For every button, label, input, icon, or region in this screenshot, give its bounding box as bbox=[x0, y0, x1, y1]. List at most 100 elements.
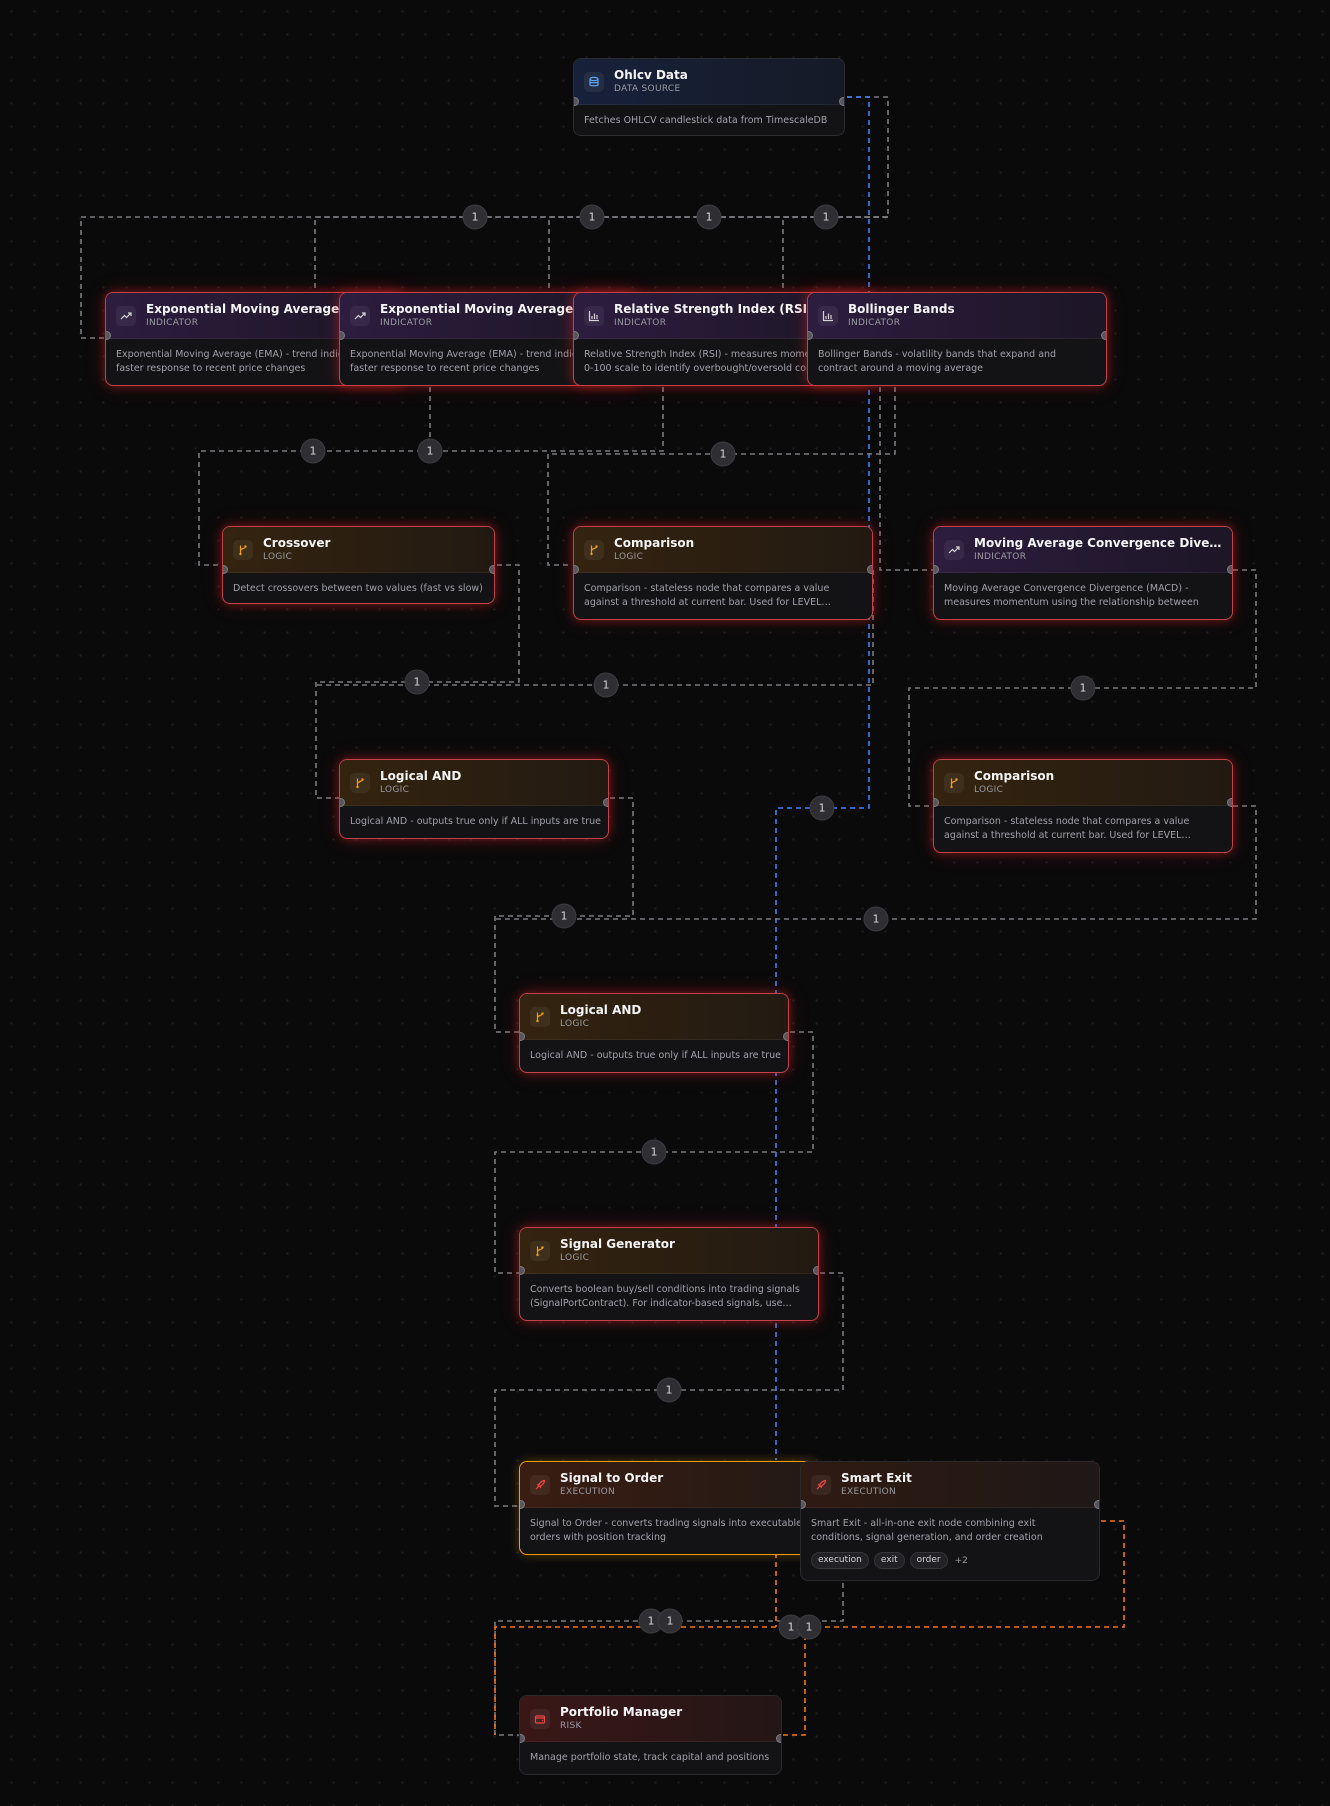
output-port[interactable] bbox=[489, 565, 494, 574]
node-portfolio-manager[interactable]: Portfolio Manager RISK Manage portfolio … bbox=[519, 1695, 782, 1775]
svg-text:1: 1 bbox=[823, 211, 830, 224]
edge-badge[interactable]: 1 bbox=[710, 441, 736, 467]
node-logical-and-1[interactable]: Logical AND LOGIC Logical AND - outputs … bbox=[339, 759, 609, 839]
node-comparison-2[interactable]: Comparison LOGIC Comparison - stateless … bbox=[933, 759, 1233, 853]
node-tags: execution exit order +2 bbox=[801, 1544, 1099, 1569]
input-port[interactable] bbox=[808, 331, 813, 340]
wallet-icon bbox=[530, 1709, 550, 1729]
edge-badge[interactable]: 1 bbox=[462, 204, 488, 230]
node-signal-to-order[interactable]: Signal to Order EXECUTION Signal to Orde… bbox=[519, 1461, 819, 1555]
node-title: Crossover bbox=[263, 536, 331, 550]
branch-icon bbox=[530, 1241, 550, 1261]
node-comparison-1[interactable]: Comparison LOGIC Comparison - stateless … bbox=[573, 526, 873, 620]
output-port[interactable] bbox=[1227, 798, 1232, 807]
edge-macd-to-comparison2[interactable] bbox=[908, 569, 1257, 807]
trend-up-icon bbox=[944, 540, 964, 560]
node-type-label: INDICATOR bbox=[614, 318, 667, 328]
input-port[interactable] bbox=[106, 331, 111, 340]
node-macd[interactable]: Moving Average Convergence Diverg… INDIC… bbox=[933, 526, 1233, 620]
node-type-label: INDICATOR bbox=[380, 318, 433, 328]
svg-text:1: 1 bbox=[472, 211, 479, 224]
edge-ema-to-crossover[interactable] bbox=[198, 387, 431, 566]
tag: exit bbox=[873, 1552, 905, 1569]
output-port[interactable] bbox=[867, 565, 872, 574]
input-port[interactable] bbox=[520, 1032, 525, 1041]
node-ohlcv-data[interactable]: Ohlcv Data DATA SOURCE Fetches OHLCV can… bbox=[573, 58, 845, 136]
input-port[interactable] bbox=[574, 97, 579, 106]
output-port[interactable] bbox=[1101, 331, 1106, 340]
edge-ohlcv-to-rsi[interactable] bbox=[548, 216, 888, 293]
edge-ohlcv-to-ema1[interactable] bbox=[80, 96, 889, 339]
input-port[interactable] bbox=[801, 1500, 806, 1509]
output-port[interactable] bbox=[813, 1266, 818, 1275]
node-title: Comparison bbox=[614, 536, 695, 550]
tag: order bbox=[909, 1552, 948, 1569]
node-description: Logical AND - outputs true only if ALL i… bbox=[350, 816, 602, 827]
edge-badge[interactable]: 1 bbox=[417, 438, 443, 464]
edge-ohlcv-to-signal-to-order[interactable] bbox=[775, 96, 870, 1460]
output-port[interactable] bbox=[839, 97, 844, 106]
edge-crossover-to-and1[interactable] bbox=[315, 564, 520, 799]
node-logical-and-2[interactable]: Logical AND LOGIC Logical AND - outputs … bbox=[519, 993, 789, 1073]
edge-portfolio-loop[interactable] bbox=[775, 1553, 806, 1736]
svg-text:1: 1 bbox=[720, 448, 727, 461]
node-type-label: INDICATOR bbox=[974, 552, 1027, 562]
edge-badge[interactable]: 1 bbox=[863, 906, 889, 932]
node-header: Moving Average Convergence Diverg… INDIC… bbox=[934, 527, 1232, 573]
edge-badge[interactable]: 1 bbox=[300, 438, 326, 464]
node-signal-generator[interactable]: Signal Generator LOGIC Converts boolean … bbox=[519, 1227, 819, 1321]
output-port[interactable] bbox=[776, 1734, 781, 1743]
edge-bb-to-macd[interactable] bbox=[879, 387, 933, 571]
node-description: Logical AND - outputs true only if ALL i… bbox=[530, 1050, 782, 1061]
node-header: Bollinger Bands INDICATOR bbox=[808, 293, 1106, 339]
node-bollinger-bands[interactable]: Bollinger Bands INDICATOR Bollinger Band… bbox=[807, 292, 1107, 386]
node-type-label: LOGIC bbox=[263, 552, 293, 562]
edge-signal-to-order-to-portfolio[interactable] bbox=[494, 1583, 844, 1736]
node-title: Ohlcv Data bbox=[614, 68, 688, 82]
edge-badge[interactable]: 1 bbox=[656, 1377, 682, 1403]
edge-signal-generator-to-signal-to-order[interactable] bbox=[494, 1272, 844, 1507]
output-port[interactable] bbox=[783, 1032, 788, 1041]
edge-badge[interactable]: 1 bbox=[404, 669, 430, 695]
edge-badge[interactable]: 1 bbox=[1070, 675, 1096, 701]
node-smart-exit[interactable]: Smart Exit EXECUTION Smart Exit - all-in… bbox=[800, 1461, 1100, 1581]
node-crossover[interactable]: Crossover LOGIC Detect crossovers betwee… bbox=[222, 526, 495, 604]
input-port[interactable] bbox=[574, 565, 579, 574]
output-port[interactable] bbox=[603, 798, 608, 807]
node-title: Comparison bbox=[974, 769, 1055, 783]
edge-badge[interactable]: 1 bbox=[551, 903, 577, 929]
input-port[interactable] bbox=[223, 565, 228, 574]
edge-ohlcv-to-ema2[interactable] bbox=[314, 216, 888, 293]
edge-ohlcv-to-bb[interactable] bbox=[782, 216, 888, 293]
edge-ema2-to-crossover[interactable] bbox=[430, 387, 664, 452]
node-description: Smart Exit - all-in-one exit node combin… bbox=[811, 1518, 1043, 1543]
input-port[interactable] bbox=[934, 565, 939, 574]
output-port[interactable] bbox=[1094, 1500, 1099, 1509]
edge-smart-exit-to-portfolio[interactable] bbox=[494, 1520, 1125, 1735]
edge-badge[interactable]: 1 bbox=[657, 1608, 683, 1634]
input-port[interactable] bbox=[934, 798, 939, 807]
node-header: Crossover LOGIC bbox=[223, 527, 494, 573]
input-port[interactable] bbox=[520, 1500, 525, 1509]
edge-badge[interactable]: 1 bbox=[579, 204, 605, 230]
edge-bb-to-comparison1[interactable] bbox=[547, 387, 896, 566]
svg-text:1: 1 bbox=[651, 1146, 658, 1159]
input-port[interactable] bbox=[520, 1734, 525, 1743]
edge-badge[interactable]: 1 bbox=[696, 204, 722, 230]
tag: execution bbox=[811, 1552, 869, 1569]
input-port[interactable] bbox=[340, 331, 345, 340]
input-port[interactable] bbox=[520, 1266, 525, 1275]
edge-comparison1-to-and1[interactable] bbox=[316, 570, 874, 686]
edge-badge[interactable]: 1 bbox=[809, 795, 835, 821]
node-description: Moving Average Convergence Divergence (M… bbox=[944, 583, 1199, 608]
output-port[interactable] bbox=[1227, 565, 1232, 574]
input-port[interactable] bbox=[574, 331, 579, 340]
node-header: Signal to Order EXECUTION bbox=[520, 1462, 818, 1508]
edge-badge[interactable]: 1 bbox=[813, 204, 839, 230]
edge-badge[interactable]: 1 bbox=[796, 1614, 822, 1640]
tags-more-count: +2 bbox=[954, 1555, 968, 1566]
input-port[interactable] bbox=[340, 798, 345, 807]
node-header: Portfolio Manager RISK bbox=[520, 1696, 781, 1742]
edge-badge[interactable]: 1 bbox=[641, 1139, 667, 1165]
edge-badge[interactable]: 1 bbox=[593, 672, 619, 698]
